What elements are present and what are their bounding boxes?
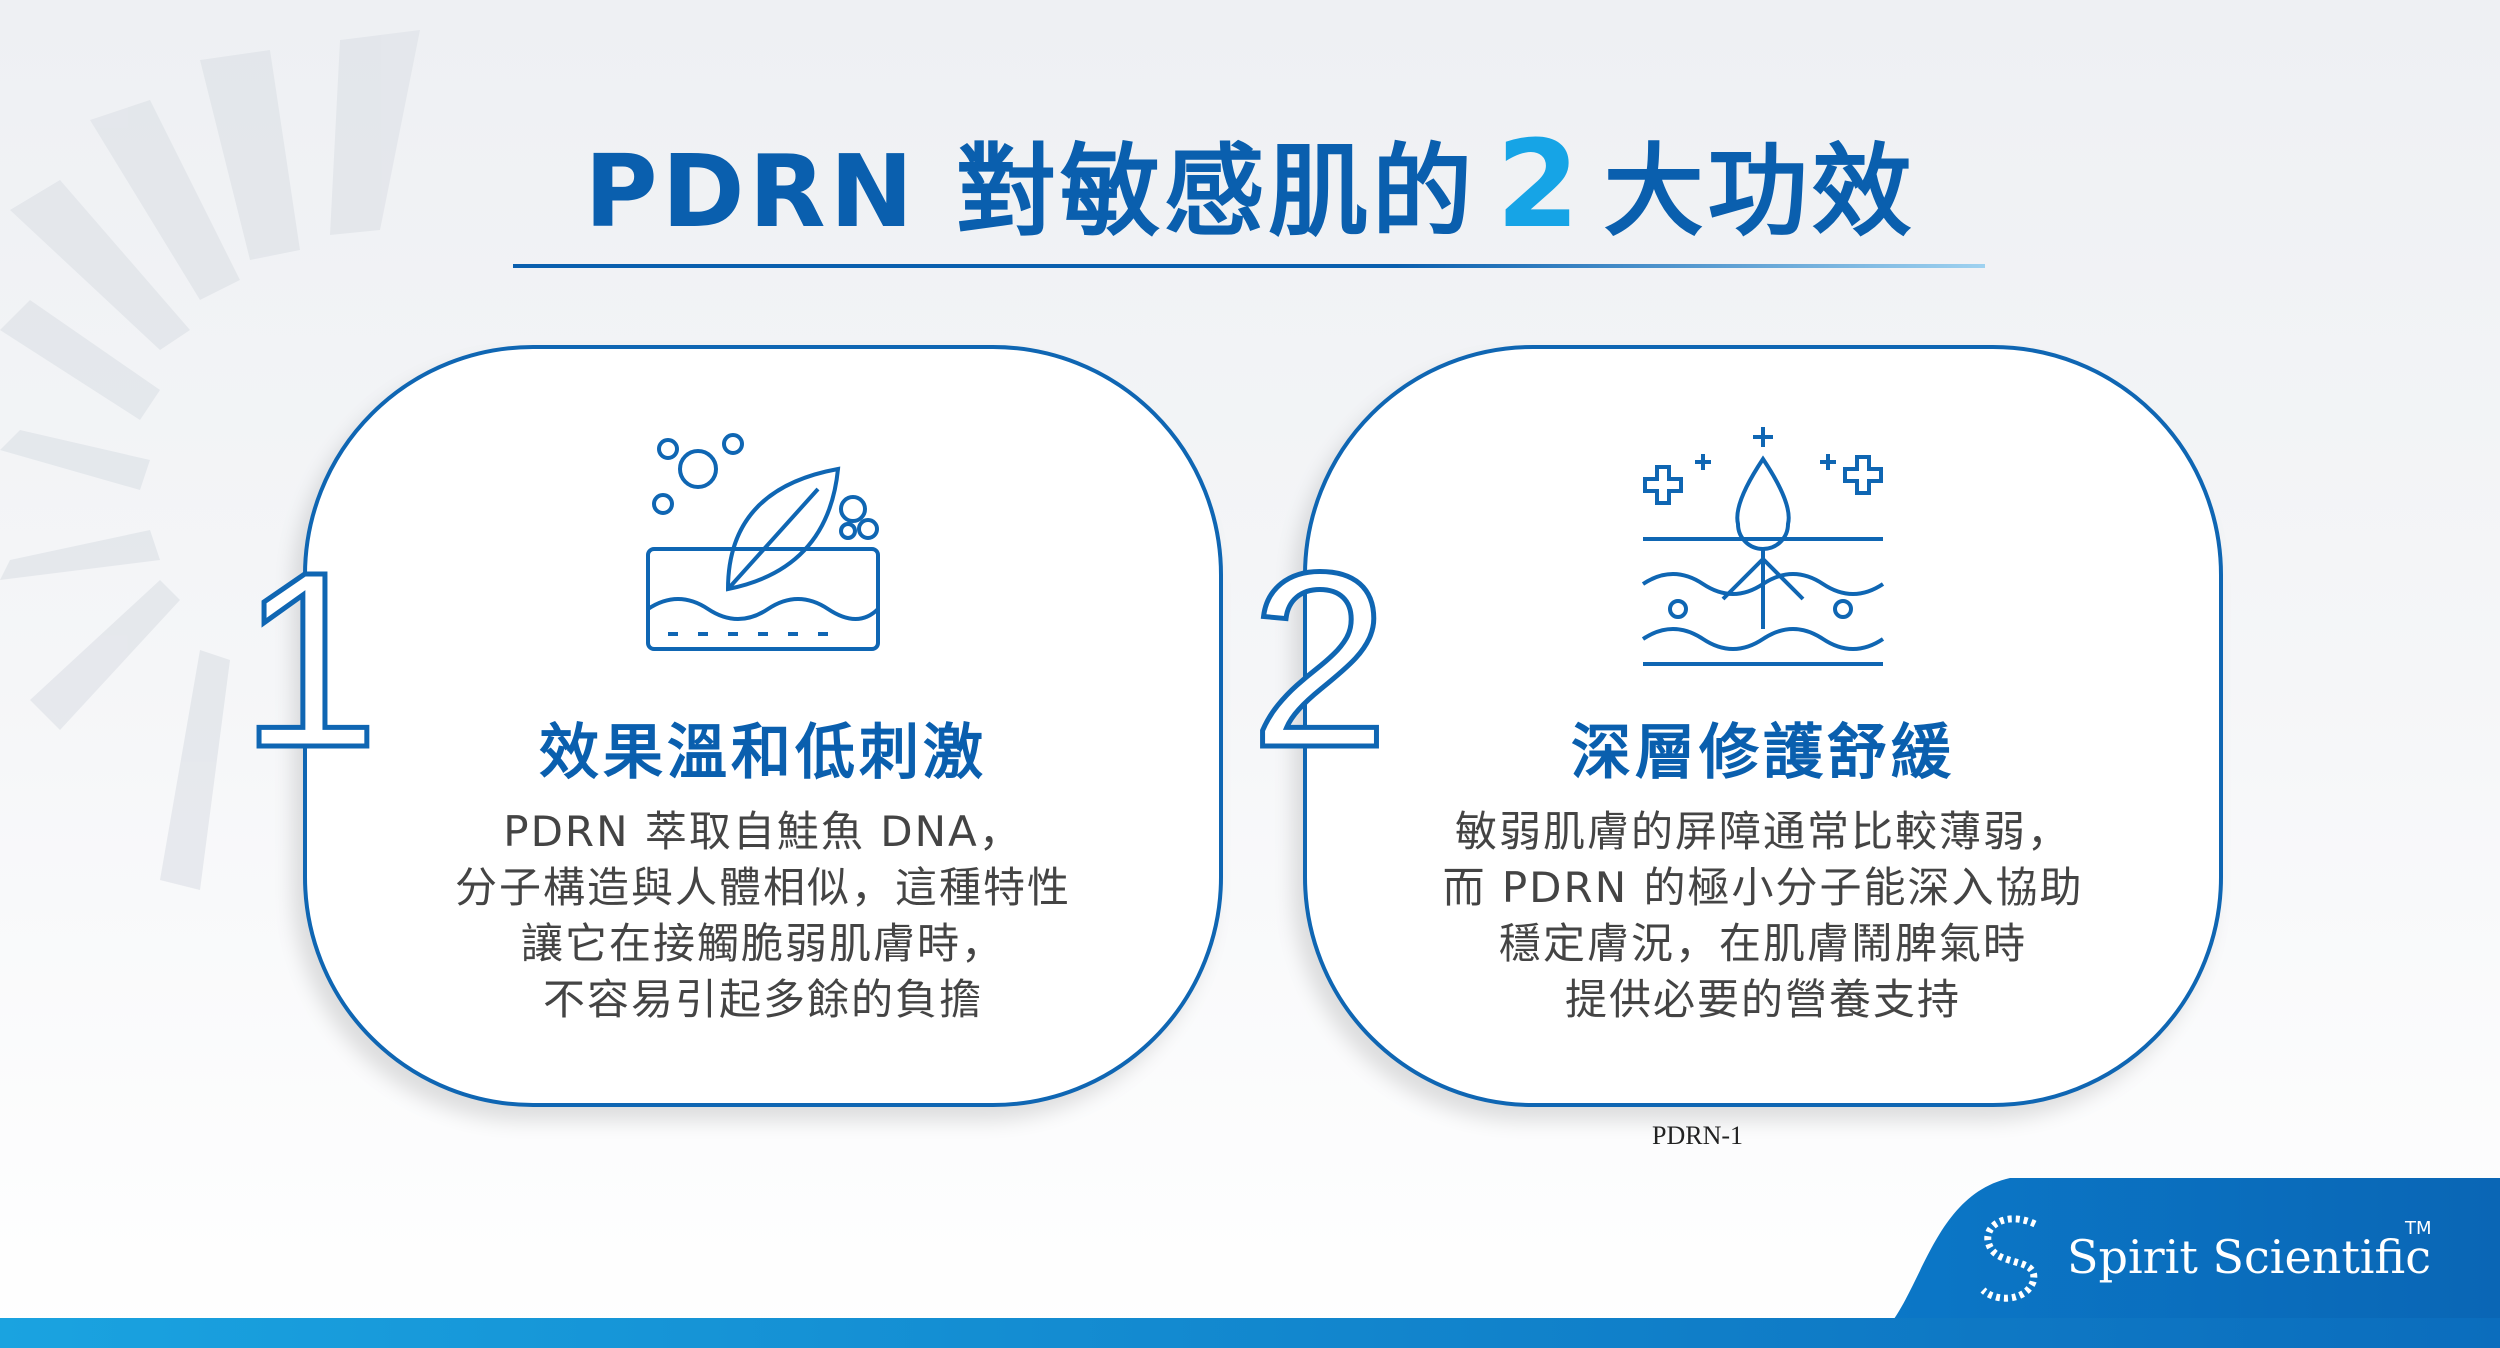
title-prefix: PDRN 對敏感肌的	[584, 133, 1477, 250]
body-line: PDRN 萃取自鮭魚 DNA，	[503, 807, 1023, 856]
title-underline	[513, 264, 1985, 268]
body-line: 提供必要的營養支持	[1564, 975, 1961, 1024]
trademark: TM	[2405, 1218, 2432, 1239]
title-number: 2	[1496, 116, 1584, 255]
body-line: 不容易引起多餘的負擔	[542, 975, 983, 1024]
overlay-label: PDRN-1	[1652, 1121, 1744, 1150]
background-rays	[0, 30, 420, 890]
brand-name: Spirit Scientific	[2067, 1230, 2431, 1284]
body-line: 穩定膚況，在肌膚鬧脾氣時	[1498, 919, 2027, 968]
benefit-card-2: 深層修護舒緩 敏弱肌膚的屏障通常比較薄弱， 而 PDRN 的極小分子能深入協助 …	[1303, 345, 2223, 1107]
brand-banner	[1860, 1178, 2500, 1348]
body-line: 敏弱肌膚的屏障通常比較薄弱，	[1454, 807, 2071, 856]
body-line: 而 PDRN 的極小分子能深入協助	[1442, 863, 2084, 912]
skin-droplet-penetration-icon	[1641, 427, 1885, 666]
card-body: 敏弱肌膚的屏障通常比較薄弱， 而 PDRN 的極小分子能深入協助 穩定膚況，在肌…	[1307, 804, 2219, 1028]
card-heading: 深層修護舒緩	[1571, 718, 1955, 788]
body-line: 分子構造與人體相似，這種特性	[454, 863, 1071, 912]
title-suffix: 大功效	[1603, 133, 1916, 250]
benefit-card-1: 效果溫和低刺激 PDRN 萃取自鮭魚 DNA， 分子構造與人體相似，這種特性 讓…	[303, 345, 1223, 1107]
brand-logo: Spirit Scientific	[1975, 1212, 2431, 1302]
card-number-1: 1	[237, 520, 381, 799]
skin-leaf-molecule-icon	[646, 433, 880, 651]
card-number-2: 2	[1247, 520, 1391, 799]
footer-bar	[0, 1318, 2500, 1348]
card-body: PDRN 萃取自鮭魚 DNA， 分子構造與人體相似，這種特性 讓它在接觸脆弱肌膚…	[307, 804, 1219, 1028]
spirit-logo-icon	[1980, 1215, 2038, 1302]
body-line: 讓它在接觸脆弱肌膚時，	[520, 919, 1005, 968]
card-heading: 效果溫和低刺激	[539, 718, 987, 788]
